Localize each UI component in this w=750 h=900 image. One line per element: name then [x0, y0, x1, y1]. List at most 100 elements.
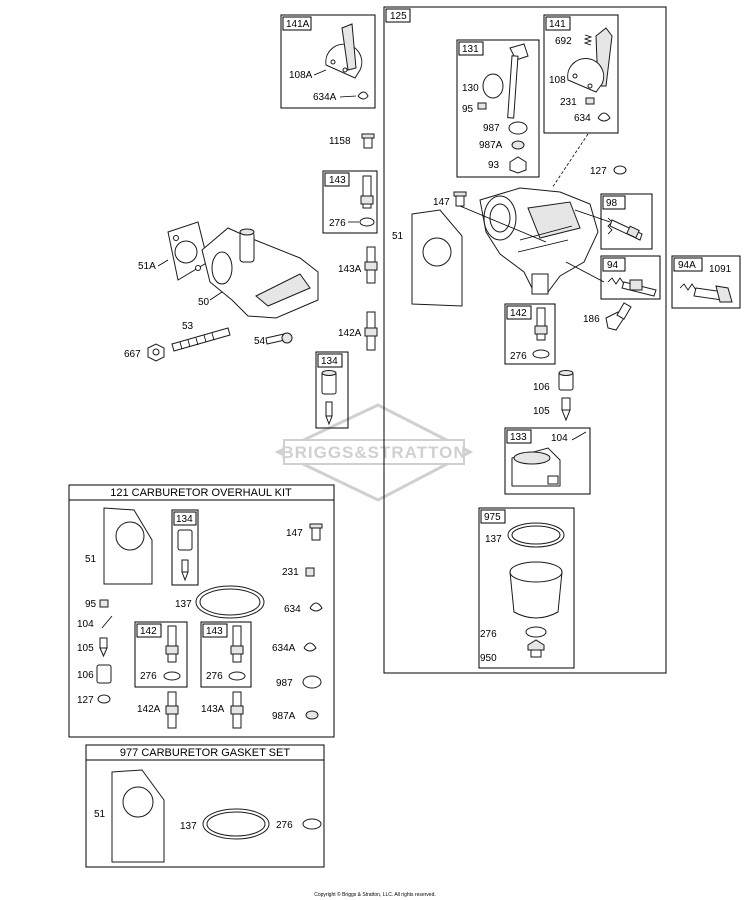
label-94: 94 — [607, 260, 619, 271]
box-141-tag — [545, 16, 571, 31]
intake-elbow-50 — [201, 227, 319, 319]
box-94-tag — [602, 257, 626, 272]
gasket-set-title: 977 CARBURETOR GASKET SET — [120, 747, 290, 759]
plug-127 — [613, 165, 627, 175]
label-134: 134 — [321, 356, 338, 367]
spring-634-kit — [309, 602, 323, 612]
box-143-kit — [200, 621, 252, 688]
label-987A-main: 987A — [479, 140, 503, 151]
box-94 — [600, 255, 661, 300]
box-142-kit — [134, 621, 188, 688]
label-276-kit-a: 276 — [140, 671, 157, 682]
screw-147-main — [453, 191, 467, 207]
label-105-kit: 105 — [77, 643, 94, 654]
box-131-tag — [458, 41, 484, 56]
jet-143A — [364, 246, 378, 284]
bushing-231-kit — [305, 567, 315, 577]
label-634A-kit: 634A — [272, 643, 296, 654]
screw-54 — [265, 332, 293, 345]
label-105-main: 105 — [533, 406, 550, 417]
watermark-text: BRIGGS&STRATTON — [281, 443, 466, 462]
label-130: 130 — [462, 83, 479, 94]
label-634A: 634A — [313, 92, 337, 103]
box-143-tag — [324, 172, 350, 187]
label-147-kit: 147 — [286, 528, 303, 539]
box-94A-tag — [673, 257, 703, 272]
label-276-c: 276 — [480, 629, 497, 640]
label-634-kit: 634 — [284, 604, 301, 615]
label-104-main: 104 — [551, 433, 568, 444]
label-134-kit: 134 — [176, 514, 193, 525]
label-147-main: 147 — [433, 197, 450, 208]
fitting-186 — [605, 302, 632, 331]
label-95-main: 95 — [462, 104, 474, 115]
label-98: 98 — [606, 198, 618, 209]
spring-634A-kit — [303, 642, 317, 652]
gasket-set-header — [85, 744, 325, 761]
carburetor-body — [479, 187, 599, 295]
label-1091: 1091 — [709, 264, 732, 275]
box-141A-tag — [282, 16, 312, 31]
label-137-set: 137 — [180, 821, 197, 832]
pin-104-kit — [101, 615, 113, 629]
label-231-main: 231 — [560, 97, 577, 108]
box-975 — [478, 507, 575, 669]
box-134-tag — [317, 353, 343, 368]
washer-987-kit — [302, 675, 322, 689]
box-143-kit-tag — [202, 623, 228, 638]
label-667: 667 — [124, 349, 141, 360]
label-692: 692 — [555, 36, 572, 47]
briggs-stratton-watermark: BRIGGS&STRATTON — [274, 403, 474, 502]
label-141: 141 — [549, 19, 566, 30]
label-276-b: 276 — [510, 351, 527, 362]
label-142-kit: 142 — [140, 626, 157, 637]
label-987-main: 987 — [483, 123, 500, 134]
label-137-kit: 137 — [175, 599, 192, 610]
label-186: 186 — [583, 314, 600, 325]
label-141A: 141A — [286, 19, 310, 30]
label-276-a: 276 — [329, 218, 346, 229]
box-141 — [543, 14, 619, 134]
screw-95-kit — [99, 599, 109, 608]
label-137-main: 137 — [485, 534, 502, 545]
seat-106-kit — [96, 664, 112, 684]
label-987-kit: 987 — [276, 678, 293, 689]
label-51-main: 51 — [392, 231, 404, 242]
label-94A: 94A — [678, 260, 696, 271]
label-975: 975 — [484, 512, 501, 523]
jet-142 — [532, 307, 550, 359]
jet-143-kit — [228, 625, 246, 681]
nut-667 — [147, 343, 165, 362]
label-143A: 143A — [338, 264, 362, 275]
float-133 — [511, 431, 587, 487]
label-231-kit: 231 — [282, 567, 299, 578]
jet-142A-kit — [165, 691, 179, 729]
gasket-51-set — [111, 769, 165, 863]
throttle-lever-141 — [567, 27, 613, 122]
label-1158: 1158 — [329, 136, 351, 147]
gasket-51A — [167, 221, 209, 281]
label-950: 950 — [480, 653, 497, 664]
seat-106-main — [558, 370, 574, 391]
label-634-main: 634 — [574, 113, 591, 124]
label-276-set: 276 — [276, 820, 293, 831]
box-133-tag — [506, 429, 532, 444]
box-142-kit-tag — [136, 623, 162, 638]
mixture-screw-94A — [679, 283, 733, 303]
copyright-notice: Copyright © Briggs & Stratton, LLC. All … — [314, 891, 436, 898]
oring-137-set — [202, 808, 270, 840]
box-134 — [315, 351, 349, 429]
label-50: 50 — [198, 297, 210, 308]
label-143-kit: 143 — [206, 626, 223, 637]
float-needle-134 — [321, 370, 337, 426]
label-93: 93 — [488, 160, 500, 171]
label-133: 133 — [510, 432, 527, 443]
float-needle-kit — [177, 529, 193, 582]
label-108A: 108A — [289, 70, 313, 81]
box-125-tag — [385, 8, 411, 23]
label-143A-kit: 143A — [201, 704, 225, 715]
label-127-kit: 127 — [77, 695, 94, 706]
box-131 — [456, 39, 540, 178]
overhaul-kit-header — [68, 484, 335, 501]
label-987A-kit: 987A — [272, 711, 296, 722]
